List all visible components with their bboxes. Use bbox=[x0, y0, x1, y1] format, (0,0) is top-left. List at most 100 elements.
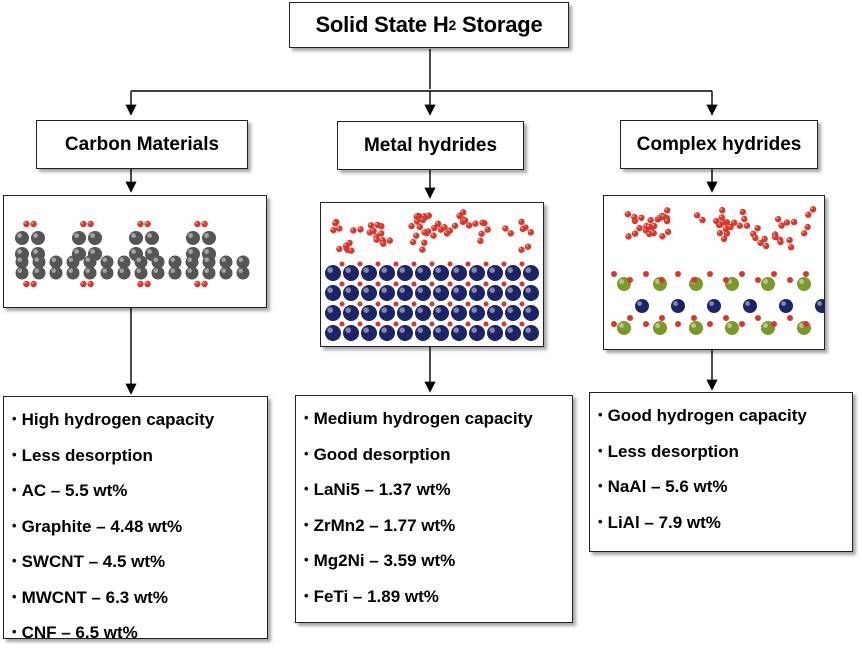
metal-atom bbox=[397, 265, 413, 281]
property-item: •Medium hydrogen capacity bbox=[304, 402, 572, 438]
hydrogen-molecule bbox=[23, 280, 30, 288]
hydrogen-molecule bbox=[416, 223, 424, 231]
hydrogen-molecule bbox=[456, 212, 463, 220]
hydrogen-molecule bbox=[778, 222, 785, 229]
metal-atom-highlight bbox=[435, 327, 441, 333]
carbon-atom-highlight bbox=[136, 268, 142, 273]
metal-atom-highlight bbox=[763, 323, 768, 328]
hydrogen-atom bbox=[429, 321, 435, 327]
carbon-atom-highlight bbox=[147, 233, 152, 238]
hydrogen-atom bbox=[429, 261, 435, 267]
hydrogen-molecule bbox=[419, 216, 427, 224]
carbon-atom bbox=[31, 231, 45, 245]
category-label: Complex hydrides bbox=[636, 133, 802, 155]
hydrogen-molecule bbox=[80, 220, 87, 228]
bullet-icon: • bbox=[598, 442, 603, 458]
category-complex-hydrides: Complex hydrides bbox=[620, 120, 818, 169]
hydrogen-molecule-highlight bbox=[422, 240, 425, 243]
carbon-atom bbox=[15, 255, 29, 269]
property-text: LaNi5 – 1.37 wt% bbox=[313, 480, 451, 499]
metal-atom-highlight bbox=[453, 287, 459, 293]
hydrogen-atom bbox=[707, 321, 713, 327]
hydrogen-molecule-highlight bbox=[480, 220, 483, 223]
hydrogen-molecule-highlight bbox=[717, 222, 720, 225]
hydrogen-molecule-highlight bbox=[647, 231, 650, 234]
hydrogen-molecule bbox=[413, 213, 420, 220]
hydrogen-atom bbox=[659, 315, 665, 321]
hydrogen-molecule-highlight bbox=[426, 213, 429, 216]
metal-atom-highlight bbox=[381, 307, 387, 313]
hydrogen-atom bbox=[357, 321, 363, 327]
metal-atom bbox=[343, 265, 359, 281]
carbon-atom-highlight bbox=[187, 268, 193, 273]
metal-atom bbox=[653, 321, 667, 335]
hydrogen-molecule-highlight bbox=[479, 231, 482, 234]
hydrogen-molecule bbox=[743, 222, 751, 229]
hydrogen-atom bbox=[771, 271, 777, 277]
hydrogen-atom bbox=[447, 281, 453, 287]
hydrogen-atom bbox=[501, 301, 507, 307]
property-text: Less desorption bbox=[607, 441, 739, 461]
hydrogen-molecule-highlight bbox=[632, 214, 635, 218]
metal-atom-highlight bbox=[471, 287, 477, 293]
hydrogen-molecule-highlight bbox=[632, 231, 636, 234]
hydrogen-molecule bbox=[518, 218, 525, 226]
metal-atom-highlight bbox=[691, 323, 696, 328]
carbon-atom bbox=[185, 266, 199, 280]
carbon-atom-highlight bbox=[119, 268, 124, 273]
metal-atom-highlight bbox=[381, 327, 387, 333]
metal-atom-highlight bbox=[363, 307, 369, 313]
hydrogen-molecule bbox=[739, 208, 746, 216]
hydrogen-molecule-highlight bbox=[371, 228, 374, 231]
property-text: Medium hydrogen capacity bbox=[313, 409, 533, 428]
carbon-atom bbox=[134, 255, 148, 269]
carbon-atom-highlight bbox=[90, 249, 96, 254]
hydrogen-molecule-highlight bbox=[347, 240, 350, 243]
hydrogen-molecule bbox=[507, 230, 514, 237]
carbon-atom-highlight bbox=[238, 268, 244, 273]
hydrogen-molecule bbox=[659, 233, 666, 240]
complex-hydride-properties-list: •Good hydrogen capacity•Less desorption•… bbox=[589, 392, 853, 552]
hydrogen-molecule bbox=[699, 216, 706, 224]
hydrogen-molecule-highlight bbox=[779, 223, 782, 226]
hydrogen-molecule bbox=[624, 210, 632, 218]
hydrogen-molecule-highlight bbox=[525, 244, 528, 247]
metal-atom bbox=[689, 321, 703, 335]
hydrogen-atom bbox=[659, 277, 665, 283]
hydrogen-molecule-highlight bbox=[758, 240, 761, 243]
hydrogen-molecule bbox=[757, 239, 764, 247]
hydrogen-molecule-highlight bbox=[744, 223, 747, 226]
property-item: •LaNi5 – 1.37 wt% bbox=[304, 473, 572, 509]
hydrogen-molecule-highlight bbox=[195, 281, 198, 284]
hydrogen-molecule bbox=[800, 230, 808, 237]
metal-atom-highlight bbox=[525, 287, 531, 293]
hydrogen-atom bbox=[803, 271, 809, 277]
hydrogen-molecule bbox=[777, 238, 784, 246]
property-item: •Good desorption bbox=[304, 438, 572, 474]
hydrogen-molecule bbox=[367, 222, 375, 229]
property-text: Good desorption bbox=[313, 444, 451, 464]
metal-atom-highlight bbox=[399, 307, 405, 313]
hydrogen-molecule bbox=[730, 219, 738, 226]
hydrogen-molecule bbox=[144, 220, 151, 228]
hydrogen-molecule bbox=[413, 232, 420, 239]
metal-atom-highlight bbox=[619, 323, 624, 328]
hydrogen-atom bbox=[465, 281, 471, 287]
metal-atom-highlight bbox=[417, 287, 423, 293]
metal-atom-highlight bbox=[453, 307, 459, 313]
hydrogen-molecule-highlight bbox=[466, 223, 470, 226]
hydrogen-molecule bbox=[201, 280, 208, 288]
metal-atom-highlight bbox=[745, 301, 750, 306]
hydrogen-atom bbox=[375, 301, 381, 307]
carbon-atom bbox=[49, 266, 63, 280]
hydrogen-molecule-highlight bbox=[478, 238, 481, 241]
hydrogen-atom bbox=[375, 321, 381, 327]
property-text: NaAl – 5.6 wt% bbox=[607, 477, 728, 496]
hydrogen-molecule bbox=[518, 246, 525, 253]
carbon-atom bbox=[49, 255, 63, 269]
carbon-atom-highlight bbox=[221, 257, 227, 262]
hydrogen-molecule bbox=[650, 222, 658, 230]
hydrogen-molecule-highlight bbox=[138, 281, 141, 284]
metal-atom bbox=[433, 305, 449, 321]
hydrogen-molecule-highlight bbox=[660, 234, 663, 237]
